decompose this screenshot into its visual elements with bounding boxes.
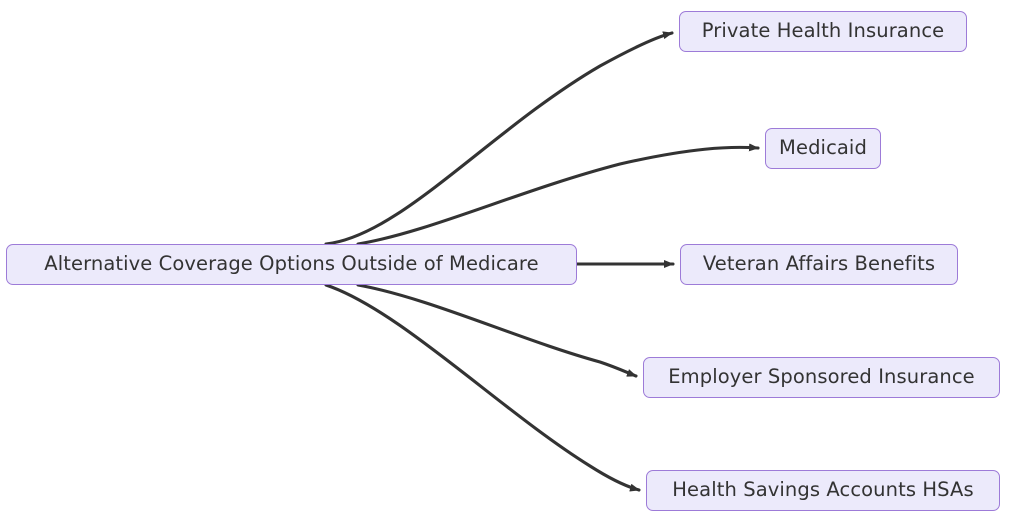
node-label: Veteran Affairs Benefits [702, 252, 936, 276]
edge-root-to-private-health-insurance [324, 31, 674, 246]
edges-group [324, 31, 760, 492]
edge-root-to-employer-sponsored-insurance [356, 283, 638, 378]
node-alternative-coverage-options-outside-of-medicare[interactable]: Alternative Coverage Options Outside of … [6, 244, 577, 285]
node-label: Employer Sponsored Insurance [668, 365, 975, 389]
node-employer-sponsored-insurance[interactable]: Employer Sponsored Insurance [643, 357, 1000, 398]
node-health-savings-accounts-hsas[interactable]: Health Savings Accounts HSAs [646, 470, 1000, 511]
node-private-health-insurance[interactable]: Private Health Insurance [679, 11, 967, 52]
node-label: Medicaid [779, 136, 867, 160]
edge-root-to-medicaid [356, 143, 760, 246]
node-label: Health Savings Accounts HSAs [672, 478, 974, 502]
node-veteran-affairs-benefits[interactable]: Veteran Affairs Benefits [680, 244, 958, 285]
node-label: Private Health Insurance [701, 19, 945, 43]
node-label: Alternative Coverage Options Outside of … [44, 252, 539, 276]
node-medicaid[interactable]: Medicaid [765, 128, 881, 169]
edge-root-to-health-savings-accounts-hsas [324, 283, 641, 492]
